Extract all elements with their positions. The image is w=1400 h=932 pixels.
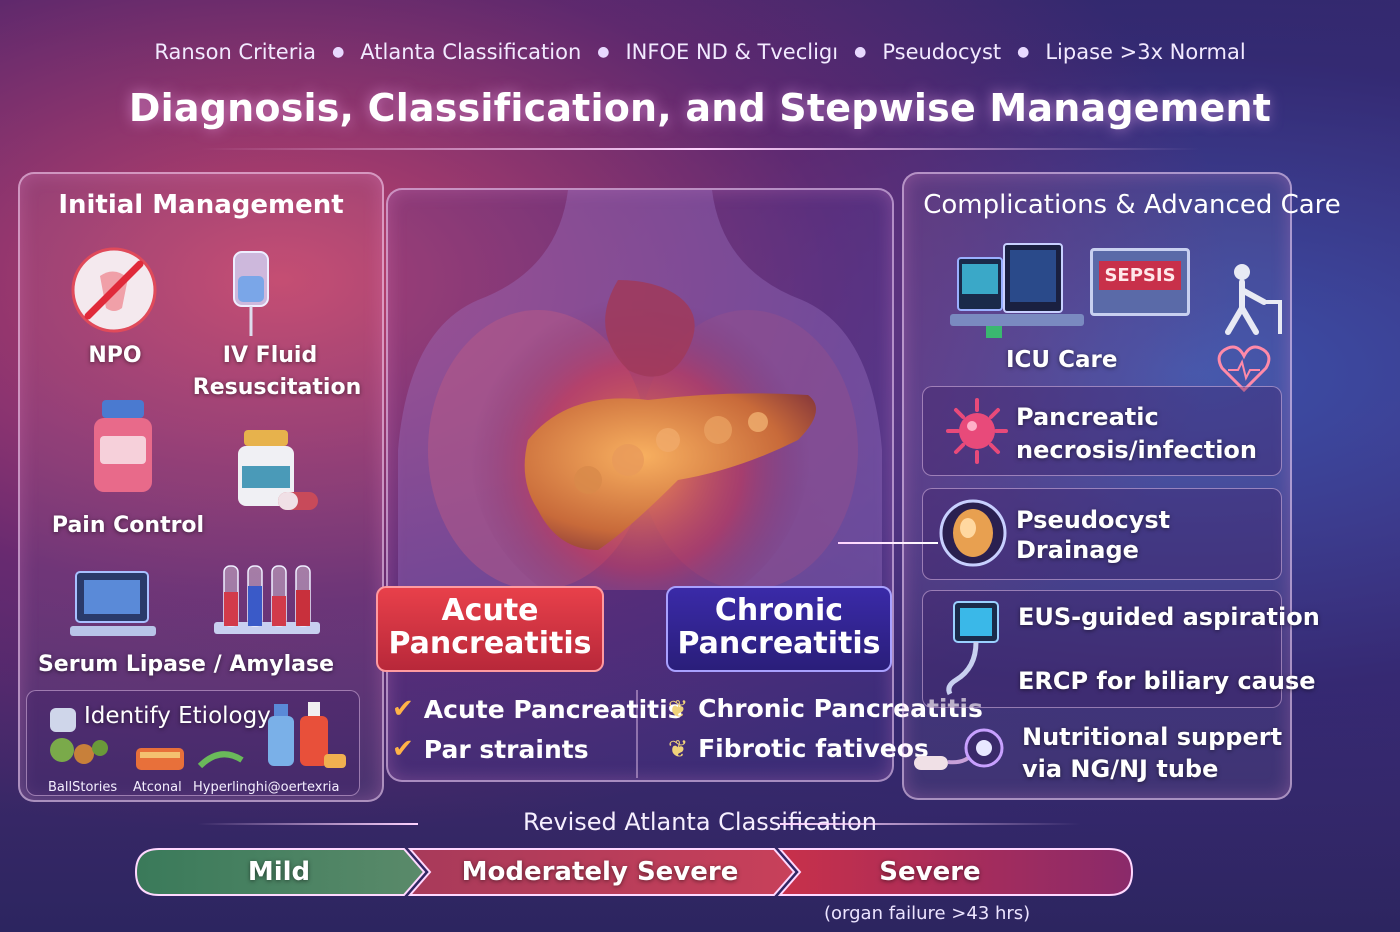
acute-pancreatitis-badge: Acute Pancreatitis (376, 586, 604, 672)
necrosis-label-2: necrosis/infection (1016, 436, 1258, 464)
eus-label: EUS-guided aspiration (1018, 603, 1320, 631)
connector-line (838, 542, 938, 544)
severity-mild: Mild (247, 857, 311, 887)
iv-bag-icon (226, 248, 276, 338)
check-icon: ✔ (392, 694, 414, 724)
iv-fluid-label-2: Resuscitation (192, 375, 362, 400)
feeding-tube-icon (910, 724, 1014, 778)
pseudocyst-label-1: Pseudocyst (1016, 506, 1171, 534)
chronic-badge-line1: Chronic (714, 593, 844, 628)
icu-care-label: ICU Care (1006, 347, 1118, 373)
etiology-item-lipids: Hyperlinghi@oertexria (193, 780, 340, 795)
pseudocyst-scope-icon (938, 496, 1008, 570)
bullet-dot-icon: ● (332, 44, 345, 60)
acute-badge-line1: Acute (441, 593, 539, 628)
chronic-badge-line2: Pancreatitis (677, 626, 881, 661)
acute-point-2: ✔ Par straints (392, 734, 589, 764)
chronic-pancreatitis-badge: Chronic Pancreatitis (666, 586, 892, 672)
leaf-icon: ❦ (668, 694, 689, 723)
severity-footnote: (organ failure >43 hrs) (824, 903, 1031, 924)
alcohol-icon (132, 740, 188, 774)
feature-divider (636, 690, 638, 778)
pill-bottle-icon (232, 428, 322, 520)
leaf-icon: ❦ (668, 734, 689, 763)
check-icon: ✔ (392, 734, 414, 764)
microbe-icon (944, 396, 1010, 466)
necrosis-label-1: Pancreatic (1016, 403, 1159, 431)
sepsis-monitor: SEPSIS (1090, 248, 1190, 316)
acute-badge-line2: Pancreatitis (388, 626, 592, 661)
patient-walker-icon (1212, 262, 1288, 336)
chronic-point-1: ❦ Chronic Pancreatitis (668, 694, 983, 723)
severity-severe: Severe (879, 857, 981, 887)
bullet-dot-icon: ● (854, 44, 867, 60)
topic-atlanta: Atlanta Classification (360, 40, 582, 64)
severity-moderately-severe: Moderately Severe (461, 857, 739, 887)
heart-ecg-icon (1216, 344, 1272, 394)
chronic-point-2: ❦ Fibrotic fativeos (668, 734, 929, 763)
nutrition-label-1: Nutritional suppert (1022, 723, 1283, 751)
topic-ranson: Ranson Criteria (154, 40, 317, 64)
severity-scale: Mild Moderately Severe Severe (134, 847, 1134, 897)
ultrasound-probe-icon (936, 598, 1008, 698)
lab-monitor-icon (70, 568, 156, 640)
atlanta-title: Revised Atlanta Classification (523, 808, 877, 836)
atlanta-rule-right (780, 823, 1080, 825)
pain-control-label: Pain Control (51, 513, 205, 538)
title-divider (200, 148, 1200, 150)
nutrition-label-2: via NG/NJ tube (1022, 755, 1219, 783)
topic-bar: Ranson Criteria ● Atlanta Classification… (0, 34, 1400, 70)
page-title: Diagnosis, Classification, and Stepwise … (128, 86, 1272, 130)
etiology-item-gallstones: BallStories (48, 780, 118, 795)
test-tubes-icon (212, 562, 322, 646)
etiology-item-alcohol: Atconal (133, 780, 182, 795)
etiology-label: Identify Etiology (84, 703, 271, 729)
ercp-label: ERCP for biliary cause (1018, 667, 1316, 695)
gallstones-icon (44, 704, 114, 770)
topic-pseudocyst: Pseudocyst (882, 40, 1002, 64)
no-food-icon (70, 246, 158, 334)
icu-monitors-icon (950, 238, 1092, 340)
torso-anatomy-illustration (388, 190, 892, 620)
serum-lipase-label: Serum Lipase / Amylase (37, 652, 335, 677)
pseudocyst-label-2: Drainage (1016, 536, 1139, 564)
complications-title: Complications & Advanced Care (923, 190, 1341, 220)
topic-infection: INFOE ND & Tvecligı (625, 40, 839, 64)
iv-fluid-label-1: IV Fluid (222, 343, 318, 368)
lipid-bottle-icon (196, 700, 348, 774)
sepsis-screen-text: SEPSIS (1099, 261, 1181, 290)
atlanta-rule-left (198, 823, 418, 825)
topic-lipase: Lipase >3x Normal (1045, 40, 1246, 64)
initial-management-title: Initial Management (58, 190, 344, 220)
medication-bottle-icon (88, 396, 158, 496)
acute-point-1: ✔ Acute Pancreatitis (392, 694, 683, 724)
npo-label: NPO (88, 343, 142, 368)
bullet-dot-icon: ● (597, 44, 610, 60)
bullet-dot-icon: ● (1017, 44, 1030, 60)
